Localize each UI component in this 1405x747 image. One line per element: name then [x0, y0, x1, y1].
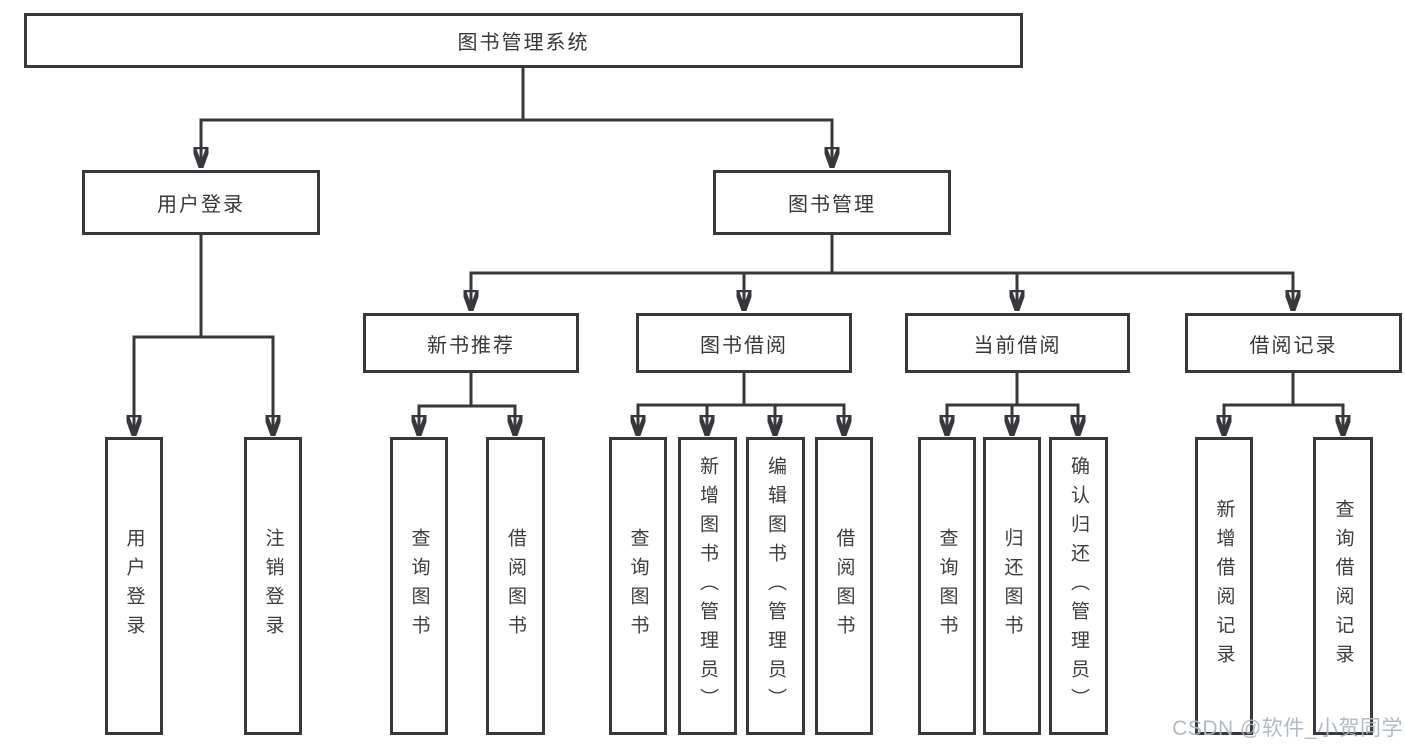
connector-root-bus [201, 118, 832, 168]
leaf-query-books-current-label: 查询图书 [936, 528, 958, 644]
connector-userlogin-bus [134, 335, 273, 436]
node-new-book-recommend: 新书推荐 [363, 313, 579, 373]
leaf-query-books-recommend-label: 查询图书 [408, 528, 430, 644]
leaf-edit-books-admin-label: 编辑图书（管理员） [765, 455, 786, 717]
leaf-add-books-admin-label: 新增图书（管理员） [697, 455, 718, 717]
node-book-management: 图书管理 [713, 170, 951, 235]
leaf-query-books-current: 查询图书 [918, 437, 976, 735]
leaf-return-books-label: 归还图书 [1001, 528, 1023, 644]
node-borrowing-records: 借阅记录 [1185, 313, 1402, 373]
leaf-add-borrow-record: 新增借阅记录 [1195, 437, 1253, 735]
leaf-borrow-books-recommend: 借阅图书 [486, 437, 545, 735]
node-root-system: 图书管理系统 [24, 13, 1023, 68]
leaf-confirm-return-admin-label: 确认归还（管理员） [1068, 455, 1089, 717]
leaf-query-books-recommend: 查询图书 [390, 437, 448, 735]
leaf-edit-books-admin: 编辑图书（管理员） [746, 437, 805, 735]
node-book-borrowing: 图书借阅 [636, 313, 852, 373]
leaf-query-books-borrow-label: 查询图书 [627, 528, 649, 644]
leaf-borrow-books-recommend-label: 借阅图书 [505, 528, 526, 644]
connector-newbook-bus [419, 404, 515, 436]
leaf-query-borrow-record: 查询借阅记录 [1313, 437, 1373, 735]
leaf-borrow-books: 借阅图书 [815, 437, 873, 735]
leaf-query-borrow-record-label: 查询借阅记录 [1332, 499, 1354, 673]
leaf-query-books-borrow: 查询图书 [609, 437, 667, 735]
connector-bookborrow-bus [638, 403, 844, 436]
leaf-logout: 注销登录 [244, 437, 302, 735]
leaf-add-borrow-record-label: 新增借阅记录 [1213, 499, 1235, 673]
node-current-borrowing: 当前借阅 [905, 313, 1130, 373]
leaf-logout-label: 注销登录 [262, 528, 284, 644]
csdn-watermark: CSDN @软件_小贺同学 [1172, 717, 1403, 740]
node-user-login: 用户登录 [82, 170, 320, 235]
leaf-user-login-label: 用户登录 [123, 528, 145, 644]
leaf-add-books-admin: 新增图书（管理员） [678, 437, 737, 735]
connector-borrowrecord-bus [1224, 403, 1343, 436]
connector-bookmgmt-bus [471, 271, 1293, 311]
leaf-confirm-return-admin: 确认归还（管理员） [1049, 437, 1108, 735]
leaf-user-login: 用户登录 [105, 437, 163, 735]
leaf-borrow-books-label: 借阅图书 [833, 528, 855, 644]
leaf-return-books: 归还图书 [983, 437, 1041, 735]
